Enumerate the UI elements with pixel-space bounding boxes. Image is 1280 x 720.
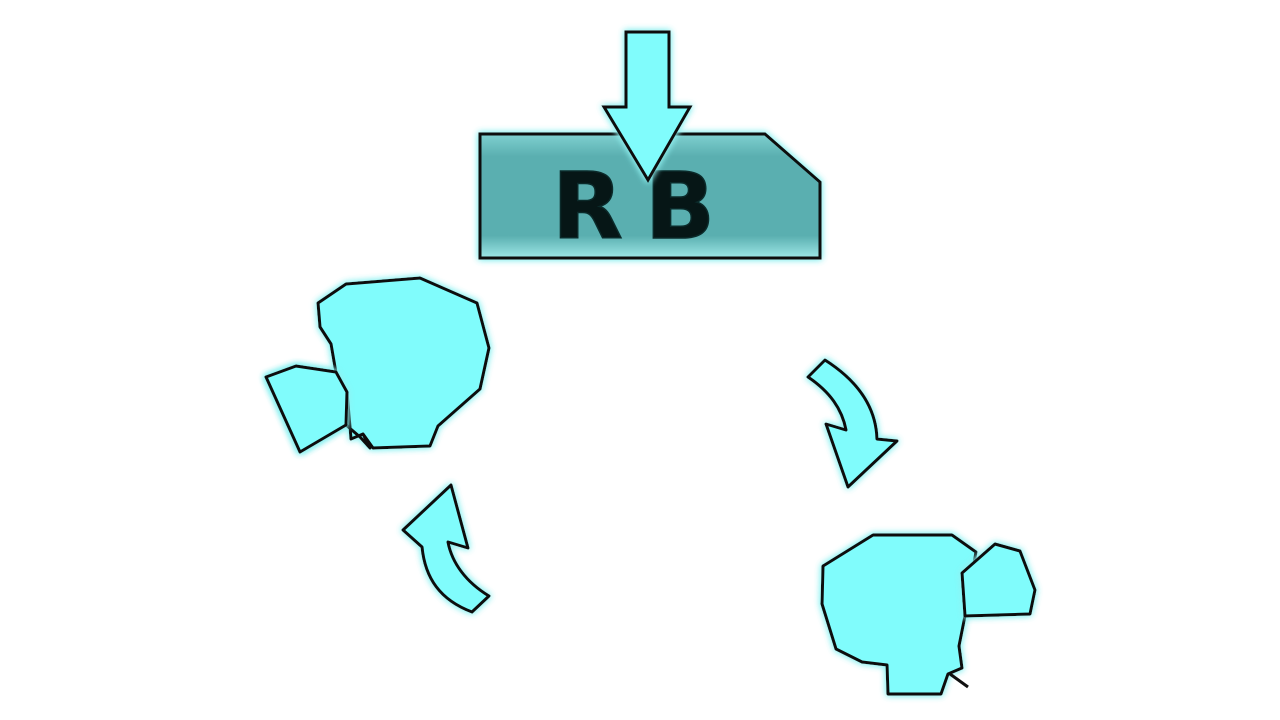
arrow-down-icon — [601, 30, 693, 183]
rb-button[interactable]: RB — [478, 132, 822, 261]
weapon-facing-left-icon — [264, 276, 491, 454]
weapon-facing-right-icon — [820, 533, 1037, 696]
curved-arrow-up-left-icon — [401, 483, 491, 614]
rb-button-plate — [478, 132, 822, 260]
rb-button-label: RB — [552, 153, 737, 260]
curved-arrow-down-right-icon — [806, 358, 899, 489]
